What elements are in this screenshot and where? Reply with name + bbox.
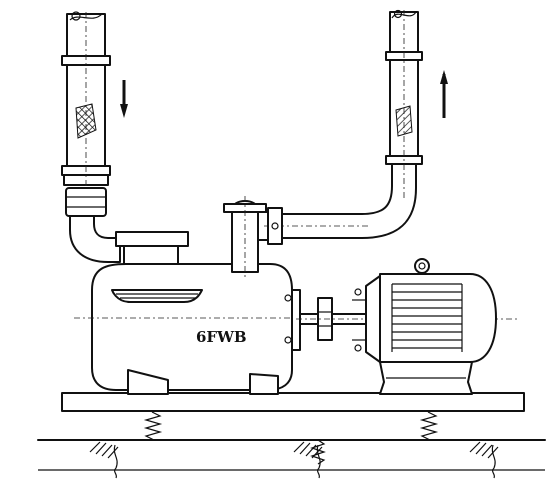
electric-motor bbox=[352, 258, 497, 395]
shaft-coupling bbox=[291, 289, 520, 351]
spring-isolator-mid bbox=[310, 439, 326, 465]
inlet-flange bbox=[115, 231, 189, 247]
pump-model-label: 6FWB bbox=[196, 328, 247, 346]
spring-isolator-left bbox=[143, 411, 163, 441]
base-plate bbox=[61, 392, 525, 412]
ground-hatch-left bbox=[89, 441, 119, 479]
ground bbox=[37, 439, 546, 479]
pump-body: 6FWB bbox=[74, 263, 300, 395]
inlet-pipe bbox=[61, 11, 121, 263]
ground-hatch-mid bbox=[293, 441, 323, 479]
inlet-neck bbox=[123, 245, 179, 265]
flow-arrow-down-icon bbox=[120, 80, 128, 118]
flow-arrow-up-icon bbox=[440, 70, 448, 118]
motor-fins bbox=[391, 283, 463, 352]
outlet-pipe bbox=[264, 159, 417, 245]
ground-hatch-right bbox=[469, 441, 499, 479]
discharge-pipe bbox=[385, 9, 423, 200]
spring-isolator-right bbox=[419, 411, 439, 441]
